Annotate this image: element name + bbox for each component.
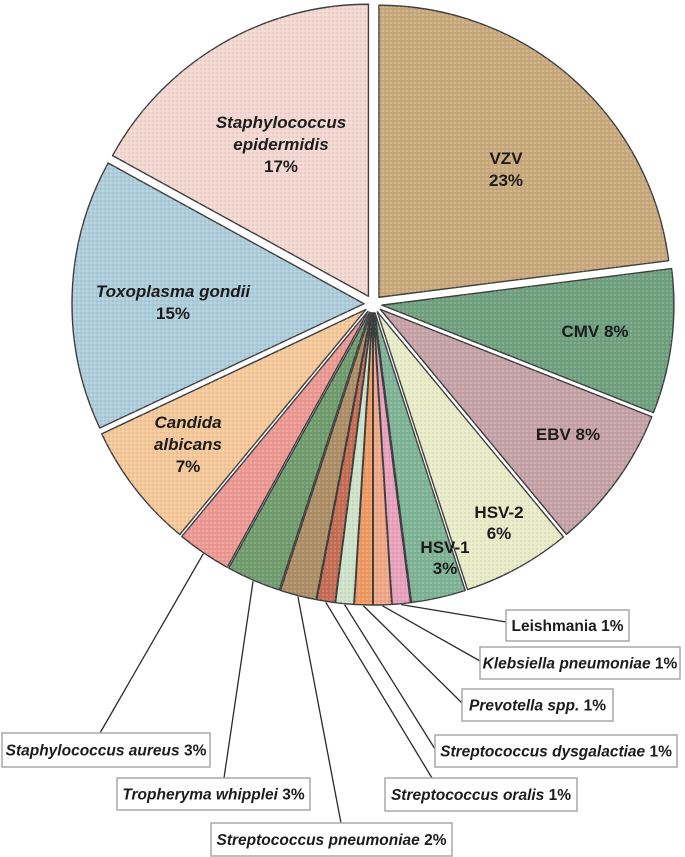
callout-aureus: Staphylococcus aureus 3%: [1, 732, 211, 768]
callout-box-pneumoniae: [210, 822, 453, 857]
callout-label-klebsiella: Klebsiella pneumoniae 1%: [483, 656, 678, 673]
slice-labels: VZV 23% CMV 8% EBV 8% HSV-2 6% HSV-1 3% Candida a…: [96, 113, 629, 578]
leader-line-oralis: [325, 601, 433, 779]
callout-pneumoniae: Streptococcus pneumoniae 2%: [210, 822, 453, 857]
callout-box-whipplei: [116, 777, 311, 811]
leader-line-klebsiella: [382, 605, 481, 662]
callout-whipplei: Tropheryma whipplei 3%: [116, 777, 311, 811]
callout-boxes: Leishmania 1% Klebsiella pneumoniae 1% Pre…: [1, 609, 681, 857]
slice-label-candida-line3: 7%: [176, 457, 201, 476]
leader-line-dysgalactiae: [344, 604, 436, 750]
callout-oralis: Streptococcus oralis 1%: [384, 777, 578, 812]
callout-box-prevotella: [461, 688, 614, 722]
slice-label-candida-line2: albicans: [154, 435, 222, 454]
callout-label-leishmania: Leishmania 1%: [512, 618, 624, 635]
leader-line-pneumoniae: [297, 596, 342, 824]
slice-label-vzv-line2: 23%: [489, 171, 523, 190]
callout-label-oralis: Streptococcus oralis 1%: [391, 787, 571, 804]
callout-box-aureus: [1, 732, 211, 768]
slice-label-hsv2-line2: 6%: [487, 524, 512, 543]
callout-box-klebsiella: [479, 646, 681, 680]
callout-label-prevotella: Prevotella spp. 1%: [469, 698, 606, 715]
slice-label-epidermidis-line1: Staphylococcus: [216, 113, 346, 132]
slice-label-epidermidis-line3: 17%: [264, 157, 298, 176]
callout-leishmania: Leishmania 1%: [505, 609, 630, 642]
slice-label-candida-line1: Candida: [154, 413, 221, 432]
slice-label-epidermidis-line2: epidermidis: [233, 135, 328, 154]
callout-label-whipplei: Tropheryma whipplei 3%: [122, 787, 305, 804]
leader-line-aureus: [99, 553, 204, 734]
callout-box-dysgalactiae: [434, 734, 678, 768]
slice-label-hsv1-line1: HSV-1: [420, 538, 469, 557]
callout-box-oralis: [384, 777, 578, 812]
leader-line-prevotella: [363, 605, 463, 704]
leader-lines: [99, 553, 507, 824]
leader-line-leishmania: [401, 604, 507, 623]
callout-label-dysgalactiae: Streptococcus dysgalactiae 1%: [440, 744, 672, 761]
callout-label-aureus: Staphylococcus aureus 3%: [6, 743, 207, 760]
callout-klebsiella: Klebsiella pneumoniae 1%: [479, 646, 681, 680]
slice-label-cmv-line1: CMV 8%: [561, 322, 628, 341]
callout-prevotella: Prevotella spp. 1%: [461, 688, 614, 722]
slice-label-ebv-line1: EBV 8%: [536, 425, 600, 444]
slice-label-vzv-line1: VZV: [489, 149, 523, 168]
slice-label-toxoplasma-line1: Toxoplasma gondii: [96, 282, 252, 301]
callout-dysgalactiae: Streptococcus dysgalactiae 1%: [434, 734, 678, 768]
slice-label-hsv1-line2: 3%: [433, 559, 458, 578]
callout-label-pneumoniae: Streptococcus pneumoniae 2%: [217, 832, 447, 849]
leader-line-whipplei: [223, 581, 254, 779]
slice-label-hsv2-line1: HSV-2: [474, 503, 523, 522]
callout-box-leishmania: [505, 609, 630, 642]
slice-label-toxoplasma-line2: 15%: [156, 304, 190, 323]
